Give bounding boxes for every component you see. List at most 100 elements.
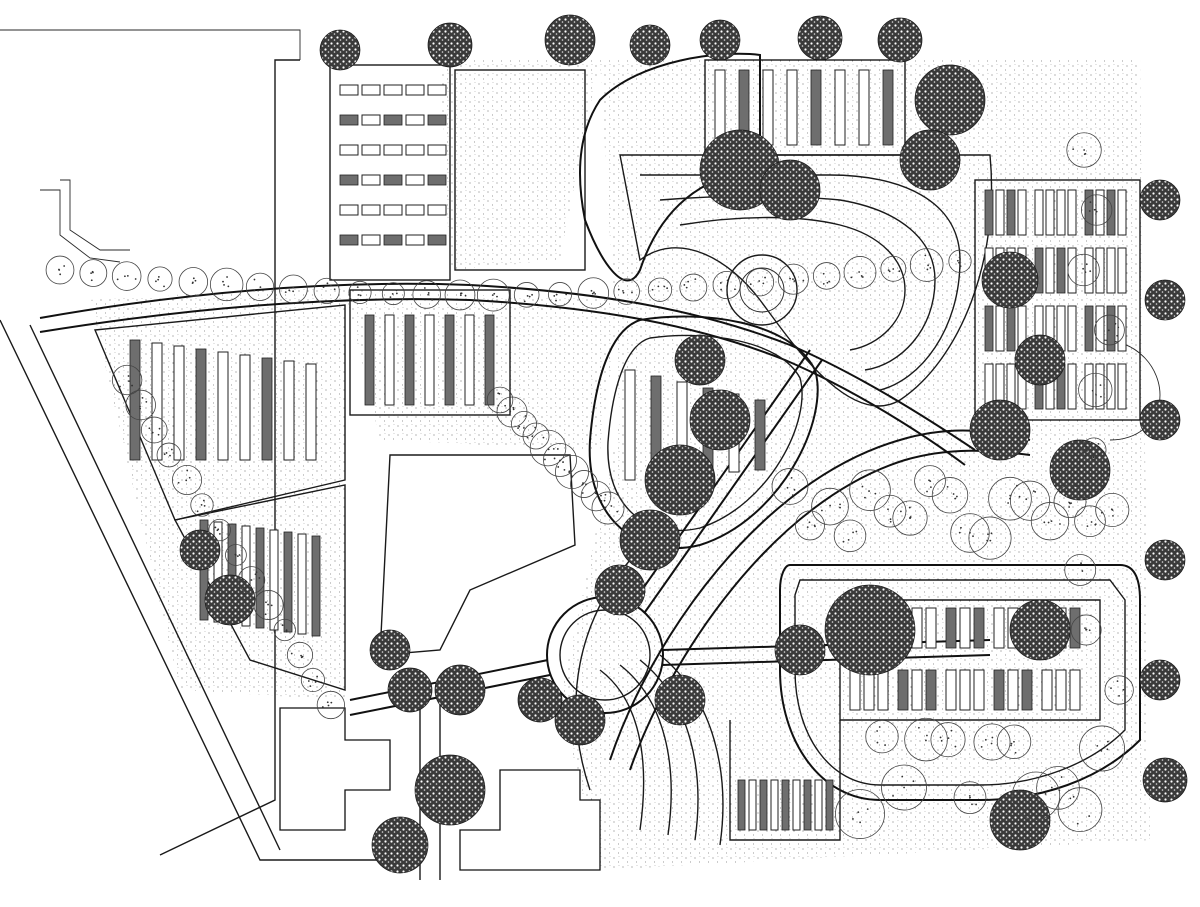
west-field-row <box>311 535 321 637</box>
tree <box>1104 675 1134 705</box>
southeast-court-row <box>945 607 985 649</box>
tree <box>968 516 1012 560</box>
west-field-row <box>297 533 307 635</box>
west-field-row <box>129 339 141 461</box>
tree <box>1070 614 1102 646</box>
north-lots <box>704 59 906 156</box>
north-lot-row <box>810 69 822 146</box>
east-block-row <box>984 189 1027 236</box>
tree <box>486 386 514 414</box>
south-lot-row <box>814 779 823 831</box>
north-garden-row <box>339 204 447 216</box>
southeast-court <box>779 564 1141 801</box>
tree <box>914 465 946 497</box>
tree <box>843 256 877 289</box>
tree <box>613 278 640 305</box>
tree <box>712 270 741 300</box>
tree <box>316 690 345 720</box>
tree <box>278 274 308 304</box>
tree <box>111 261 142 291</box>
tree <box>1064 554 1097 586</box>
tree <box>835 789 885 839</box>
tree <box>812 262 841 290</box>
tree <box>313 277 340 304</box>
north-garden-row <box>339 114 447 126</box>
tree <box>147 266 173 292</box>
tree <box>140 416 168 444</box>
tree <box>1009 599 1071 661</box>
tree <box>873 494 907 528</box>
tree <box>412 280 441 309</box>
tree <box>253 590 284 620</box>
tree <box>554 694 606 746</box>
tree <box>444 279 476 311</box>
central-lawn-row <box>424 314 435 406</box>
tree <box>387 667 433 713</box>
south-fan <box>599 654 841 846</box>
north-lot-row <box>762 69 774 146</box>
east-block-row <box>1084 247 1127 294</box>
tree <box>619 509 681 571</box>
south-lot-row <box>759 779 768 831</box>
tree <box>369 629 411 671</box>
tree <box>577 277 610 309</box>
tree <box>1049 439 1111 501</box>
tree <box>300 667 325 693</box>
tree <box>629 24 671 66</box>
tree <box>1139 399 1181 441</box>
tree <box>930 722 966 758</box>
trees <box>45 14 1188 874</box>
tree <box>1014 334 1066 386</box>
central-circle <box>349 349 991 716</box>
tree <box>1079 725 1125 772</box>
tree <box>1139 659 1181 701</box>
tree <box>348 280 372 304</box>
tree <box>647 277 673 302</box>
tree <box>877 17 923 63</box>
west-field-row <box>195 348 207 461</box>
tree <box>580 480 612 512</box>
tree <box>909 248 944 282</box>
southeast-court-row <box>849 669 889 711</box>
tree <box>208 518 231 542</box>
tree <box>204 574 256 626</box>
west-field-row <box>217 351 229 461</box>
tree <box>996 724 1032 759</box>
central-lawn-row <box>444 314 455 406</box>
tree <box>644 444 716 516</box>
tree <box>931 477 969 514</box>
tree <box>547 282 573 307</box>
tree <box>989 789 1051 851</box>
southeast-court-row <box>993 669 1033 711</box>
north-lot-row <box>834 69 846 146</box>
tree <box>543 443 577 477</box>
tree <box>1139 179 1181 221</box>
tree <box>381 282 405 306</box>
tree <box>904 717 948 762</box>
tree <box>914 64 986 136</box>
tree <box>1142 757 1188 803</box>
tree <box>178 267 209 297</box>
tree <box>179 529 221 571</box>
tree <box>759 159 821 221</box>
tree <box>674 334 726 386</box>
tree <box>511 411 537 437</box>
tree <box>172 464 203 496</box>
north-garden-row <box>339 144 447 156</box>
tree <box>1078 372 1113 408</box>
tree <box>45 255 75 285</box>
central-lawn-row <box>364 314 375 406</box>
tree <box>1094 314 1125 346</box>
tree <box>209 267 244 302</box>
tree <box>79 259 108 287</box>
tree <box>1009 480 1051 521</box>
south-lot-row <box>781 779 790 831</box>
central-lawn-row <box>484 314 495 406</box>
tree <box>111 364 143 396</box>
tree <box>795 510 825 541</box>
tree <box>434 664 486 716</box>
tree <box>1081 194 1113 226</box>
tree <box>824 584 916 676</box>
tree <box>973 723 1011 761</box>
